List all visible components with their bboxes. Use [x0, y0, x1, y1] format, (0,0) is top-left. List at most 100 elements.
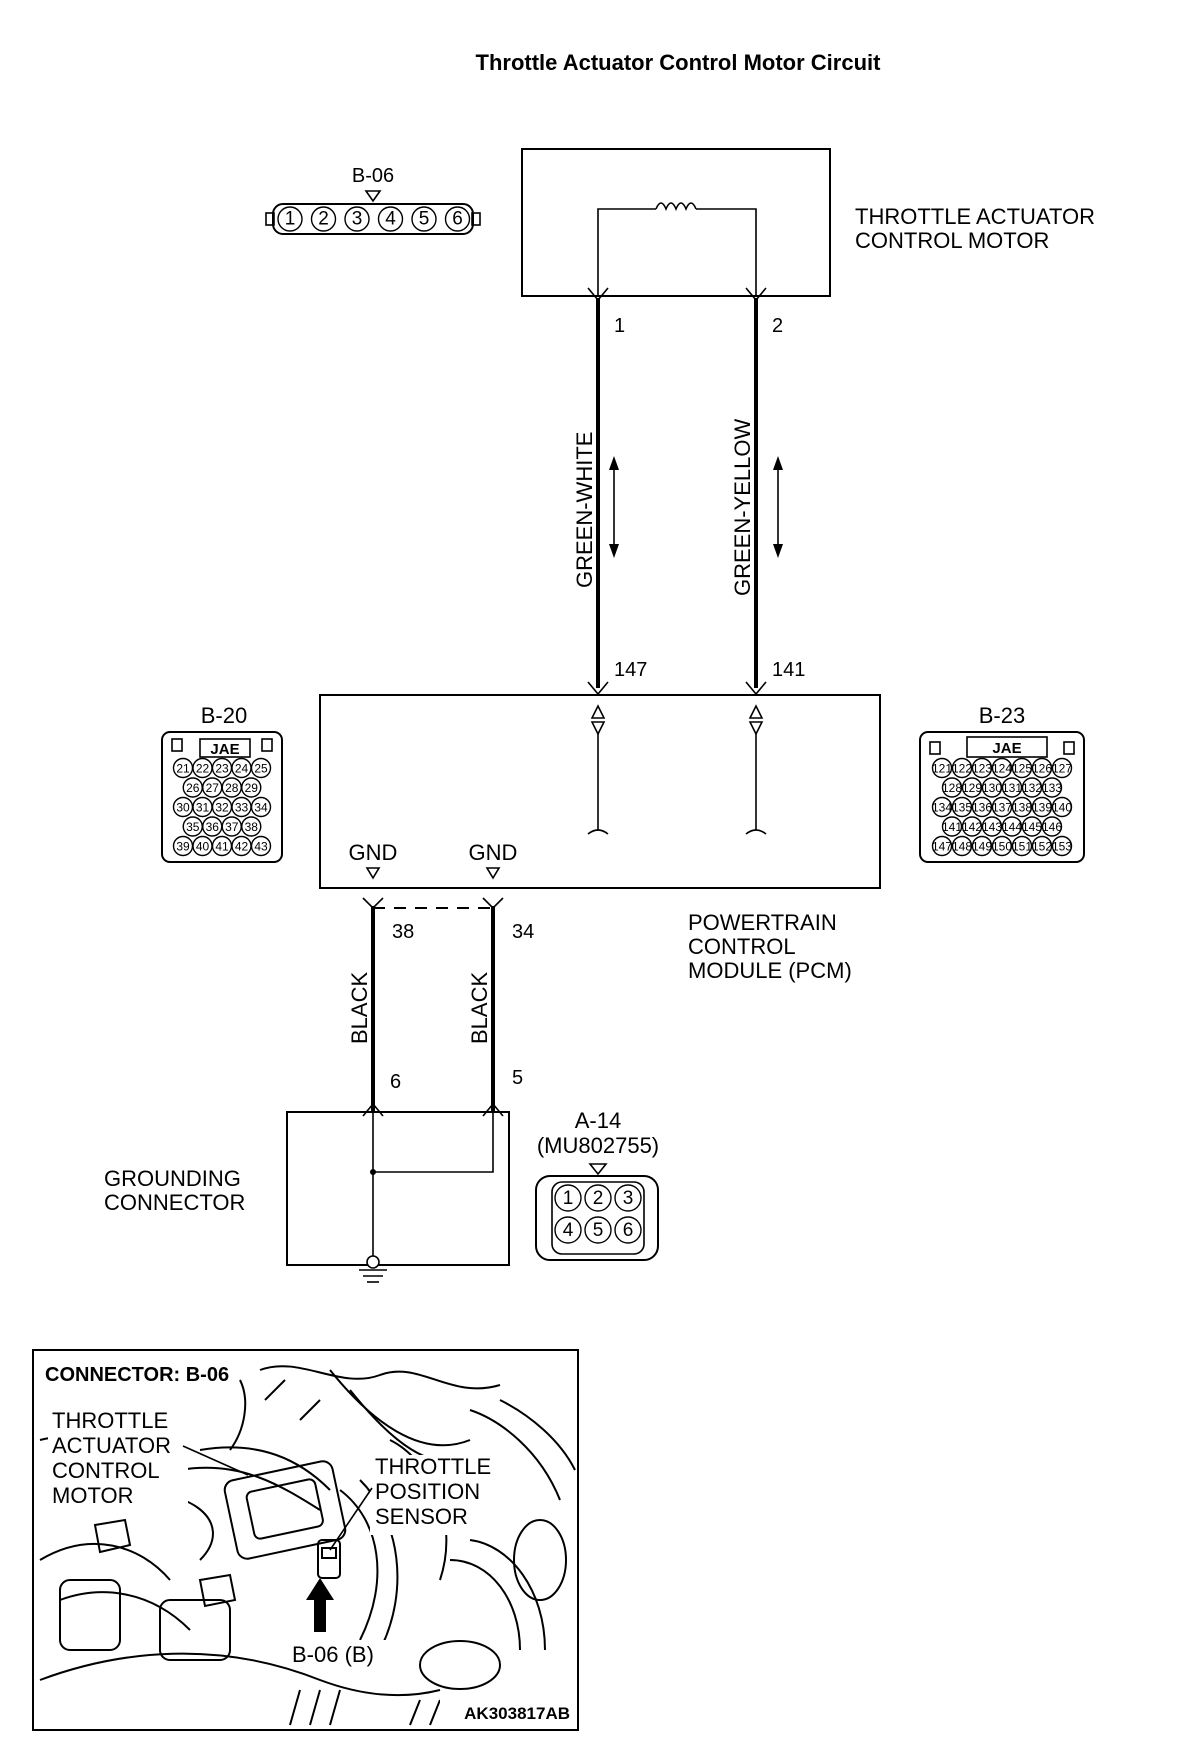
- b20-pin-29-circle: [241, 777, 262, 798]
- b23-pin-151-circle: [1011, 835, 1033, 857]
- b23-pin-144-label: 144: [1002, 820, 1022, 834]
- connector-a14-name: A-14: [575, 1108, 621, 1133]
- b23-pin-125-circle: [1011, 757, 1033, 779]
- b23-pin-148-circle: [951, 835, 973, 857]
- b20-pin-25-label: 25: [254, 761, 268, 775]
- pcm-gnd-right: GND: [469, 840, 518, 865]
- b20-pin-41-label: 41: [215, 839, 229, 853]
- b23-pin-128-label: 128: [942, 781, 962, 795]
- b06-pin-5-circle: [411, 206, 437, 232]
- motor-pin-2: 2: [772, 315, 783, 337]
- pcm-pin-34: 34: [512, 921, 534, 943]
- b20-pin-42-label: 42: [235, 839, 249, 853]
- throttle-actuator-motor: THROTTLE ACTUATOR CONTROL MOTOR: [521, 148, 1095, 297]
- a14-pin-6-circle: [614, 1216, 642, 1244]
- b23-pin-127-label: 127: [1052, 761, 1072, 775]
- b23-pin-134-circle: [931, 796, 953, 818]
- b23-pin-151-label: 151: [1012, 839, 1032, 853]
- b23-pin-133-circle: [1041, 777, 1063, 798]
- b23-pin-123-label: 123: [972, 761, 992, 775]
- engine-bay-sketch: [39, 1365, 576, 1726]
- b06-pin-1-circle: [277, 206, 303, 232]
- b23-pin-126-circle: [1031, 757, 1053, 779]
- b20-pin-37-label: 37: [225, 820, 239, 834]
- b23-pin-133-label: 133: [1042, 781, 1062, 795]
- b20-pin-38-circle: [241, 816, 262, 837]
- signal-arrow-left: [609, 456, 619, 558]
- b23-pin-136-circle: [971, 796, 993, 818]
- b23-pin-147-label: 147: [932, 839, 952, 853]
- wire-label-black-right: BLACK: [467, 972, 492, 1044]
- b06-pin-3-circle: [344, 206, 370, 232]
- grounding-label-line2: CONNECTOR: [104, 1190, 245, 1215]
- b23-pin-129-circle: [961, 777, 983, 798]
- b23-pin-146-label: 146: [1042, 820, 1062, 834]
- a14-pin-4-label: 4: [563, 1220, 574, 1241]
- b20-pin-34-label: 34: [254, 800, 268, 814]
- inset-sensor-line1: THROTTLE: [375, 1454, 491, 1479]
- wire-label-green-yellow: GREEN-YELLOW: [730, 419, 755, 596]
- b23-pin-128-circle: [941, 777, 963, 798]
- b23-pin-136-label: 136: [972, 800, 992, 814]
- b23-pin-150-circle: [991, 835, 1013, 857]
- b23-pin-126-label: 126: [1032, 761, 1052, 775]
- b23-pin-152-circle: [1031, 835, 1053, 857]
- b23-pin-121-circle: [931, 757, 953, 779]
- connector-b23-name: B-23: [979, 703, 1025, 728]
- b23-pin-129-label: 129: [962, 781, 982, 795]
- b23-pin-125-label: 125: [1012, 761, 1032, 775]
- a14-pin-4-circle: [554, 1216, 582, 1244]
- b20-pin-43-label: 43: [254, 839, 268, 853]
- b23-pin-135-circle: [951, 796, 973, 818]
- b20-pin-36-label: 36: [206, 820, 220, 834]
- b23-pin-146-circle: [1041, 816, 1063, 837]
- pcm-label-line3: MODULE (PCM): [688, 958, 852, 983]
- b23-pin-149-label: 149: [972, 839, 992, 853]
- b20-pin-33-label: 33: [235, 800, 249, 814]
- b23-pin-122-label: 122: [952, 761, 972, 775]
- b23-pin-139-label: 139: [1032, 800, 1052, 814]
- b20-pin-21-label: 21: [176, 761, 190, 775]
- ground-pin-6: 6: [390, 1071, 401, 1093]
- inset-sensor-line3: SENSOR: [375, 1504, 468, 1529]
- wire-label-green-white: GREEN-WHITE: [572, 432, 597, 588]
- b20-pin-39-label: 39: [176, 839, 190, 853]
- b20-pin-28-label: 28: [225, 781, 239, 795]
- b23-pin-150-label: 150: [992, 839, 1012, 853]
- b23-pin-153-circle: [1051, 835, 1073, 857]
- b20-pin-35-label: 35: [186, 820, 200, 834]
- b20-pin-43-circle: [250, 835, 272, 857]
- b23-pin-137-circle: [991, 796, 1013, 818]
- b23-pin-142-circle: [961, 816, 983, 837]
- b23-pin-139-circle: [1031, 796, 1053, 818]
- pcm-label-line1: POWERTRAIN: [688, 910, 837, 935]
- connector-b20-name: B-20: [201, 703, 247, 728]
- b06-pin-2-circle: [310, 206, 337, 232]
- connector-b23-maker: JAE: [992, 740, 1021, 757]
- a14-pin-2-circle: [584, 1184, 612, 1212]
- a14-pin-2-label: 2: [593, 1188, 604, 1209]
- b23-pin-147-circle: [931, 835, 953, 857]
- pcm-gnd-left: GND: [349, 840, 398, 865]
- b20-pin-23-label: 23: [215, 761, 229, 775]
- a14-pin-1-circle: [554, 1184, 582, 1212]
- b23-pin-145-circle: [1021, 816, 1043, 837]
- b23-pin-138-circle: [1011, 796, 1033, 818]
- grounding-connector: GROUNDING CONNECTOR: [104, 1111, 510, 1283]
- b23-pin-141-label: 141: [942, 820, 962, 834]
- a14-pin-6-label: 6: [623, 1220, 634, 1241]
- inset-caption: CONNECTOR: B-06: [45, 1364, 229, 1386]
- a14-pin-1-label: 1: [563, 1188, 574, 1209]
- pcm-pin-38: 38: [392, 921, 414, 943]
- b23-pin-141-circle: [941, 816, 963, 837]
- b06-pin-5-label: 5: [419, 208, 430, 229]
- b23-pin-124-circle: [991, 757, 1013, 779]
- connector-location-inset: CONNECTOR: B-06: [32, 1349, 579, 1731]
